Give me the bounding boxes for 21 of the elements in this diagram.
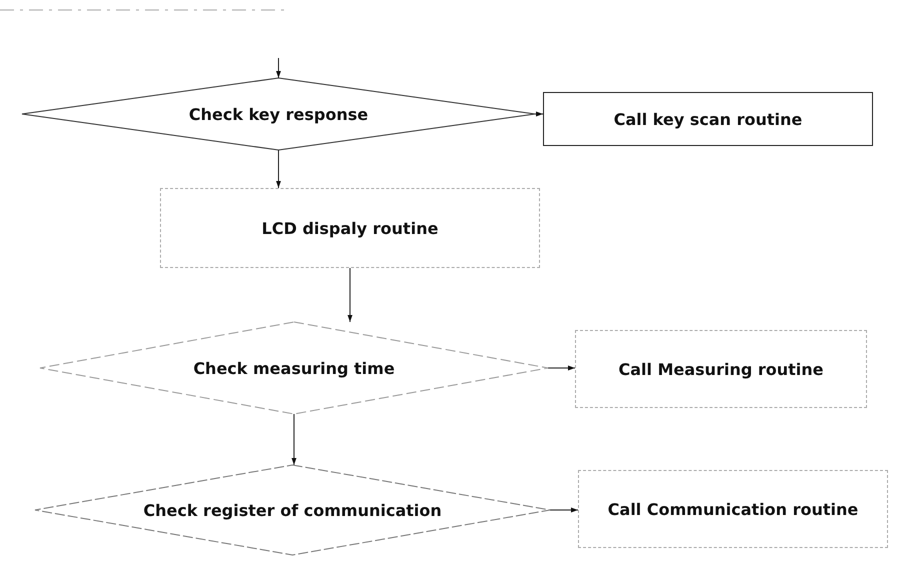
arrow (276, 150, 281, 188)
node-label: Check key response (188, 104, 368, 124)
node-label: Call key scan routine (614, 110, 802, 128)
arrow (548, 366, 576, 370)
node-label: Check measuring time (193, 358, 395, 378)
decision-diamond (40, 322, 548, 414)
node-label: LCD dispaly routine (262, 218, 438, 238)
process-box (575, 330, 867, 408)
arrow (292, 414, 296, 466)
arrow (534, 112, 544, 116)
process-box (578, 470, 888, 548)
process-box (160, 188, 540, 268)
arrow (550, 508, 578, 512)
node-label: Call Measuring routine (618, 360, 824, 378)
node-label: Call Communication routine (608, 500, 858, 518)
decision-diamond (35, 465, 550, 555)
decision-diamond (22, 78, 535, 150)
node-label: Check register of communication (143, 500, 442, 520)
arrow (348, 268, 352, 322)
process-box (543, 92, 873, 146)
arrow (276, 58, 281, 78)
